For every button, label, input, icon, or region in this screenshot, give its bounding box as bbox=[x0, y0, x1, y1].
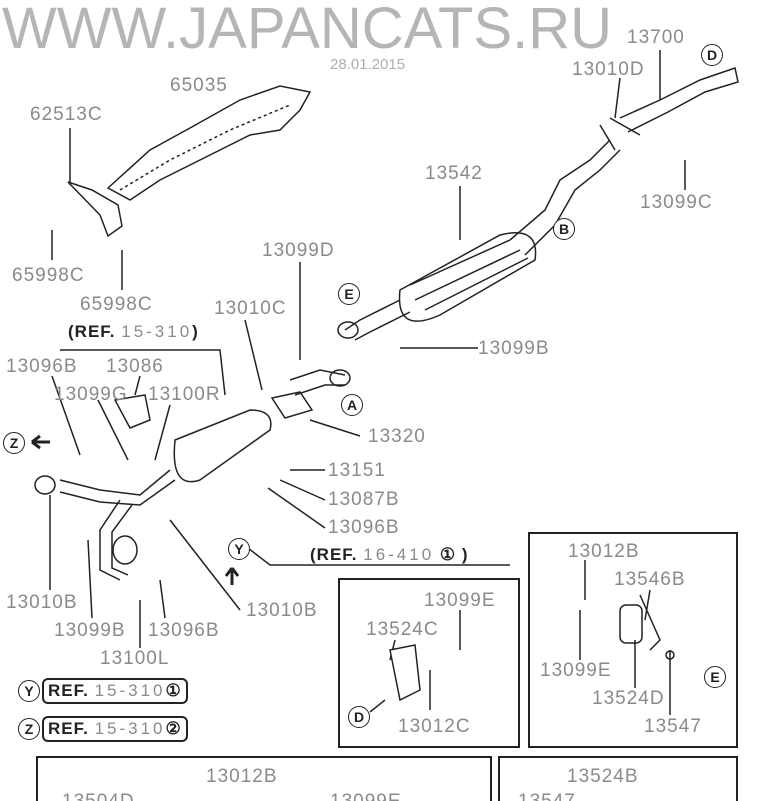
detail-box-hanger-d bbox=[338, 578, 520, 748]
ref-suffix: ) bbox=[192, 322, 199, 341]
part-label[interactable]: 13010D bbox=[572, 59, 645, 80]
part-label[interactable]: 13096B bbox=[6, 356, 78, 377]
ref-number: 15-310 bbox=[94, 681, 166, 700]
part-label[interactable]: 13010B bbox=[6, 592, 78, 613]
part-label[interactable]: 13542 bbox=[425, 163, 483, 184]
ref-number: 16-410 bbox=[363, 545, 435, 564]
part-label[interactable]: 13100L bbox=[100, 648, 170, 669]
marker-a: A bbox=[341, 394, 363, 416]
part-label[interactable]: 13151 bbox=[328, 460, 386, 481]
part-label[interactable]: 65998C bbox=[12, 265, 85, 286]
ref-z-15-310[interactable]: REF. 15-310② bbox=[42, 716, 188, 742]
marker-y: Y bbox=[228, 538, 250, 560]
part-label[interactable]: 13099E bbox=[330, 792, 402, 801]
bracket bbox=[67, 181, 123, 238]
ref-prefix: REF. bbox=[48, 719, 89, 738]
part-label[interactable]: 13012C bbox=[398, 716, 471, 737]
part-label[interactable]: 13099E bbox=[424, 590, 496, 611]
part-label[interactable]: 13012B bbox=[568, 541, 640, 562]
ref-circle: ① bbox=[439, 545, 457, 564]
detail-box-bottom-right bbox=[498, 756, 738, 801]
marker-z: Z bbox=[18, 718, 40, 740]
part-label[interactable]: 13099D bbox=[262, 240, 335, 261]
ref-prefix: REF. bbox=[48, 681, 89, 700]
part-label[interactable]: 13099B bbox=[478, 338, 550, 359]
watermark-date: 28.01.2015 bbox=[330, 56, 406, 73]
part-label[interactable]: 13524C bbox=[366, 619, 439, 640]
part-label[interactable]: 13010B bbox=[246, 600, 318, 621]
ref-circle: ① bbox=[165, 681, 182, 700]
ref-16-410[interactable]: (REF. 16-410 ① ) bbox=[310, 545, 469, 565]
part-label[interactable]: 13096B bbox=[148, 620, 220, 641]
marker-e: E bbox=[704, 666, 726, 688]
part-label[interactable]: 62513C bbox=[30, 104, 103, 125]
part-label[interactable]: 13096B bbox=[328, 517, 400, 538]
front-pipe bbox=[289, 369, 346, 396]
marker-d: D bbox=[348, 706, 370, 728]
part-label[interactable]: 13099G bbox=[54, 384, 128, 405]
ref-circle: ② bbox=[165, 719, 182, 738]
ref-prefix: (REF. bbox=[310, 545, 358, 564]
catalytic-converter bbox=[173, 409, 272, 483]
detail-box-bottom-left bbox=[36, 756, 492, 801]
part-label[interactable]: 13504D bbox=[62, 792, 135, 801]
ref-suffix: ) bbox=[461, 545, 469, 564]
part-label[interactable]: 13700 bbox=[627, 27, 685, 48]
watermark: WWW.JAPANCATS.RU bbox=[2, 0, 613, 61]
marker-b: B bbox=[553, 218, 575, 240]
part-label[interactable]: 13086 bbox=[106, 356, 164, 377]
tail-pipe bbox=[619, 67, 739, 133]
part-label[interactable]: 13099E bbox=[540, 660, 612, 681]
ref-15-310[interactable]: (REF. 15-310) bbox=[68, 322, 199, 342]
ref-number: 15-310 bbox=[121, 322, 193, 341]
part-label[interactable]: 13012B bbox=[206, 766, 278, 787]
part-label[interactable]: 13087B bbox=[328, 489, 400, 510]
part-label[interactable]: 13547 bbox=[644, 716, 702, 737]
part-label[interactable]: 13099C bbox=[640, 192, 713, 213]
part-label[interactable]: 13010C bbox=[214, 298, 287, 319]
part-label[interactable]: 13100R bbox=[148, 384, 221, 405]
marker-z: Z bbox=[3, 432, 25, 454]
part-label[interactable]: 65998C bbox=[80, 294, 153, 315]
heat-shield bbox=[106, 85, 312, 201]
part-label[interactable]: 13524B bbox=[567, 766, 639, 787]
part-label[interactable]: 65035 bbox=[170, 75, 228, 96]
ref-prefix: (REF. bbox=[68, 322, 116, 341]
marker-e: E bbox=[338, 283, 360, 305]
part-label[interactable]: 13547 bbox=[518, 792, 576, 801]
part-label[interactable]: 13524D bbox=[592, 688, 665, 709]
y-pipe bbox=[59, 469, 176, 506]
detail-box-hanger-e bbox=[528, 532, 738, 748]
marker-y: Y bbox=[18, 680, 40, 702]
muffler bbox=[398, 232, 537, 322]
part-label[interactable]: 13546B bbox=[614, 569, 686, 590]
part-label[interactable]: 13320 bbox=[368, 426, 426, 447]
ref-number: 15-310 bbox=[94, 719, 166, 738]
part-label[interactable]: 13099B bbox=[54, 620, 126, 641]
marker-d: D bbox=[701, 44, 723, 66]
ref-y-15-310[interactable]: REF. 15-310① bbox=[42, 678, 188, 704]
